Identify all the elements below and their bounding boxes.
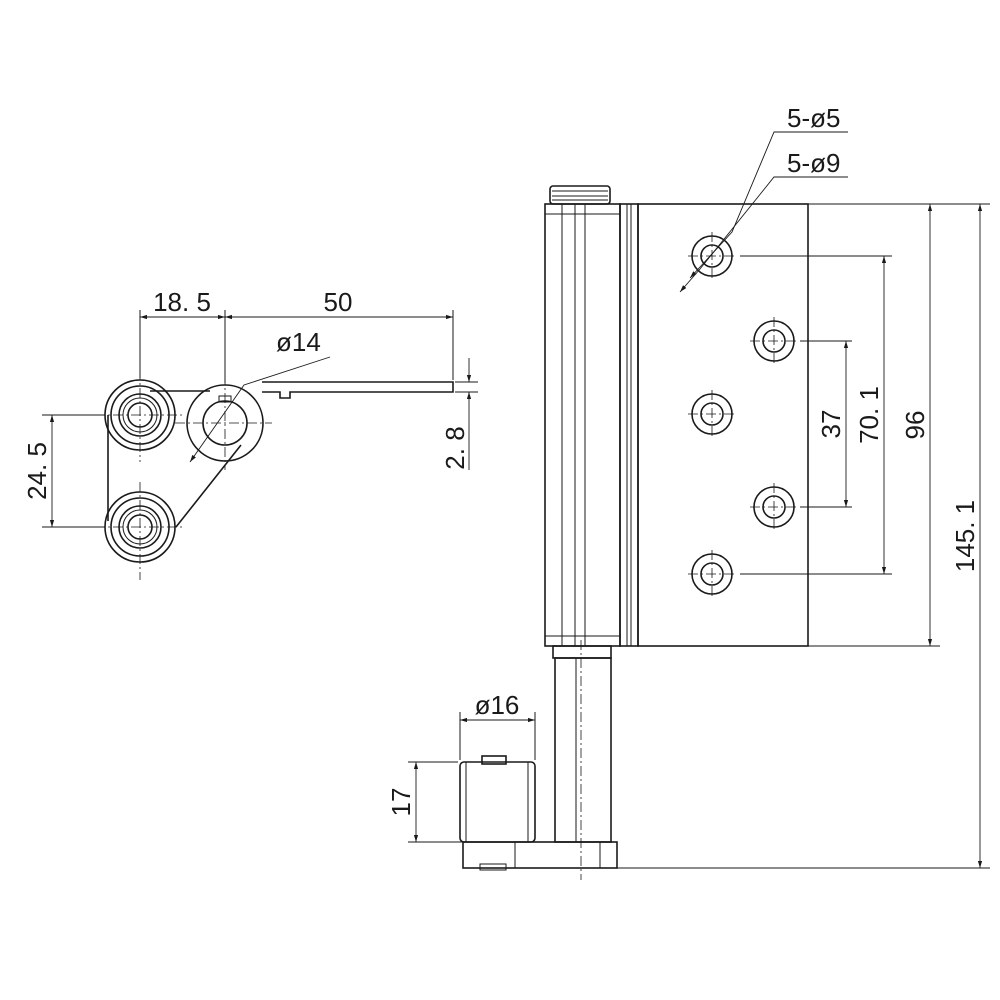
roller	[459, 755, 536, 871]
dim-holes-large: 5-ø9	[787, 148, 840, 178]
dim-holes-small: 5-ø5	[787, 103, 840, 133]
base-foot	[462, 841, 618, 869]
hinge-barrel	[544, 203, 621, 647]
dim-roll-spacing: 24. 5	[22, 442, 52, 500]
top-view: 18. 5 50 ø14 2. 8 24. 5	[22, 287, 478, 580]
dim-leaf-height: 96	[900, 411, 930, 440]
hinge-pin	[554, 657, 612, 843]
pin-cap	[549, 185, 611, 205]
hinge-leaf	[637, 203, 809, 647]
pin-collar	[552, 645, 612, 659]
dim-top-leaf: 50	[324, 287, 353, 317]
dim-hole-pitch-outer: 70. 1	[854, 386, 884, 444]
dim-roller-height: 17	[386, 788, 416, 817]
dim-thickness: 2. 8	[440, 426, 470, 469]
dim-hole-pitch-inner: 37	[816, 410, 846, 439]
dim-top-gap: 18. 5	[153, 287, 211, 317]
dim-pin-dia: ø14	[276, 327, 321, 357]
dim-roller-dia: ø16	[475, 690, 520, 720]
top-view-leaf	[262, 381, 454, 399]
top-view-plate-outline	[107, 390, 242, 528]
leaf-edge	[619, 203, 639, 647]
dim-total-height: 145. 1	[950, 500, 980, 572]
front-view: 5-ø5 5-ø9 37 70. 1 96 145. 1 ø16 17	[386, 103, 990, 880]
